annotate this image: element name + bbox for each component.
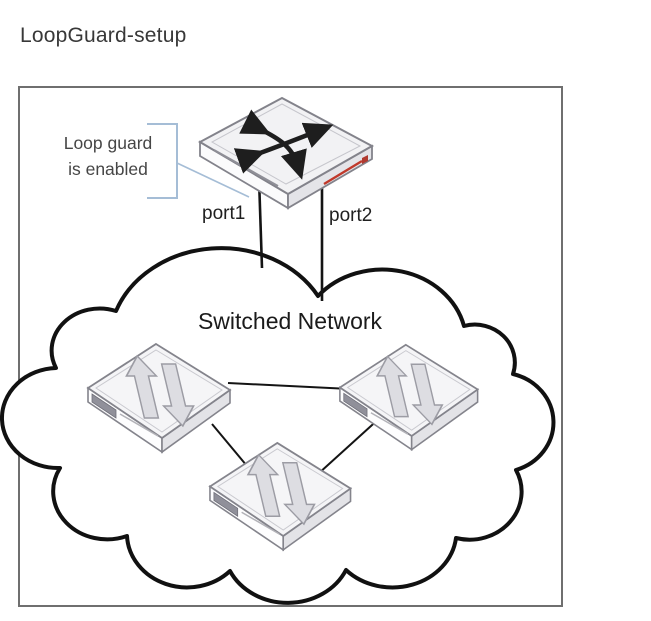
loop-guard-switch-device — [200, 98, 372, 208]
callout-line-2: is enabled — [68, 159, 148, 179]
port2-label: port2 — [329, 205, 373, 226]
page-title: LoopGuard-setup — [20, 24, 187, 47]
port1-label: port1 — [202, 203, 246, 224]
loop-guard-callout: Loop guard is enabled — [44, 130, 172, 182]
link-right-bottom — [317, 415, 383, 475]
callout-bracket — [147, 123, 178, 199]
uplink-lines — [257, 177, 324, 301]
callout-line-1: Loop guard — [63, 133, 153, 153]
port1-link-line — [257, 177, 264, 269]
switched-network-label: Switched Network — [197, 308, 383, 334]
link-left-right — [227, 382, 351, 390]
switched-network-cloud — [0, 246, 556, 605]
callout-pointer-line — [176, 162, 250, 198]
